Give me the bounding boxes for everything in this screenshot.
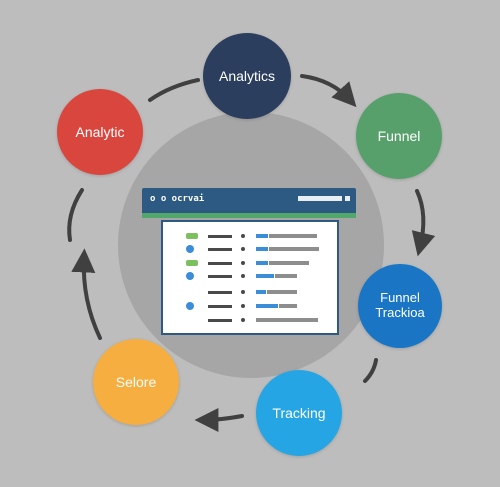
list-item: [163, 272, 337, 282]
row-bar: [269, 261, 309, 265]
node-funnel: Funnel: [356, 93, 442, 179]
row-bar: [279, 304, 297, 308]
list-item: [163, 288, 337, 298]
row-dash: [208, 262, 232, 265]
node-analytics: Analytics: [203, 33, 291, 119]
row-dash: [208, 319, 232, 322]
row-accent: [256, 274, 274, 278]
node-tracking: Tracking: [256, 370, 342, 456]
node-analytic: Analytic: [57, 89, 143, 175]
arrow-selore-to-analytic: [71, 248, 102, 340]
arrow-funnel-to-funneltracking: [411, 189, 436, 257]
list-item: [163, 302, 337, 312]
arrow-analytics-to-funnel: [300, 74, 357, 108]
arrow-analytic-segment: [67, 188, 84, 242]
node-label: Tracking: [272, 404, 326, 421]
node-label: Selore: [115, 373, 157, 390]
blue-dot-icon: [186, 272, 194, 280]
node-label-line1: Funnel: [380, 290, 420, 306]
node-funnel-tracking: Funnel Trackioa: [358, 264, 442, 348]
list-item: [163, 259, 337, 269]
window-control-icon: [345, 196, 350, 201]
row-dash: [208, 275, 232, 278]
header-accent-strip: [142, 213, 356, 218]
row-bullet: [241, 318, 245, 322]
list-item: [163, 245, 337, 255]
green-bar-icon: [186, 233, 198, 239]
node-label: Analytics: [218, 67, 276, 84]
blue-dot-icon: [186, 245, 194, 253]
row-accent: [256, 304, 278, 308]
row-bar: [256, 318, 318, 322]
row-dash: [208, 248, 232, 251]
dashboard-header: o o ocrvai: [142, 188, 356, 218]
row-bullet: [241, 261, 245, 265]
row-bar: [275, 274, 297, 278]
row-bar: [269, 247, 319, 251]
row-accent: [256, 261, 268, 265]
node-label: Analytic: [75, 123, 125, 140]
row-dash: [208, 235, 232, 238]
arrow-analytic-to-analytics: [148, 78, 200, 102]
blue-dot-icon: [186, 302, 194, 310]
row-dash: [208, 305, 232, 308]
list-item: [163, 232, 337, 242]
arrow-funneltracking-to-tracking: [363, 358, 378, 383]
arrow-tracking-to-selore: [194, 407, 244, 432]
row-bar: [267, 290, 297, 294]
row-bullet: [241, 234, 245, 238]
dashboard-panel: [161, 220, 339, 335]
node-selore: Selore: [93, 339, 179, 425]
row-accent: [256, 234, 268, 238]
row-bullet: [241, 290, 245, 294]
address-bar: [298, 196, 342, 201]
row-accent: [256, 290, 266, 294]
row-bullet: [241, 247, 245, 251]
row-accent: [256, 247, 268, 251]
row-bullet: [241, 304, 245, 308]
dashboard-title: o o ocrvai: [150, 194, 205, 204]
row-bullet: [241, 274, 245, 278]
list-item: [163, 316, 337, 326]
node-label: Funnel: [377, 127, 421, 144]
row-dash: [208, 291, 232, 294]
row-bar: [269, 234, 317, 238]
node-label-line2: Trackioa: [375, 305, 425, 320]
green-bar-icon: [186, 260, 198, 266]
